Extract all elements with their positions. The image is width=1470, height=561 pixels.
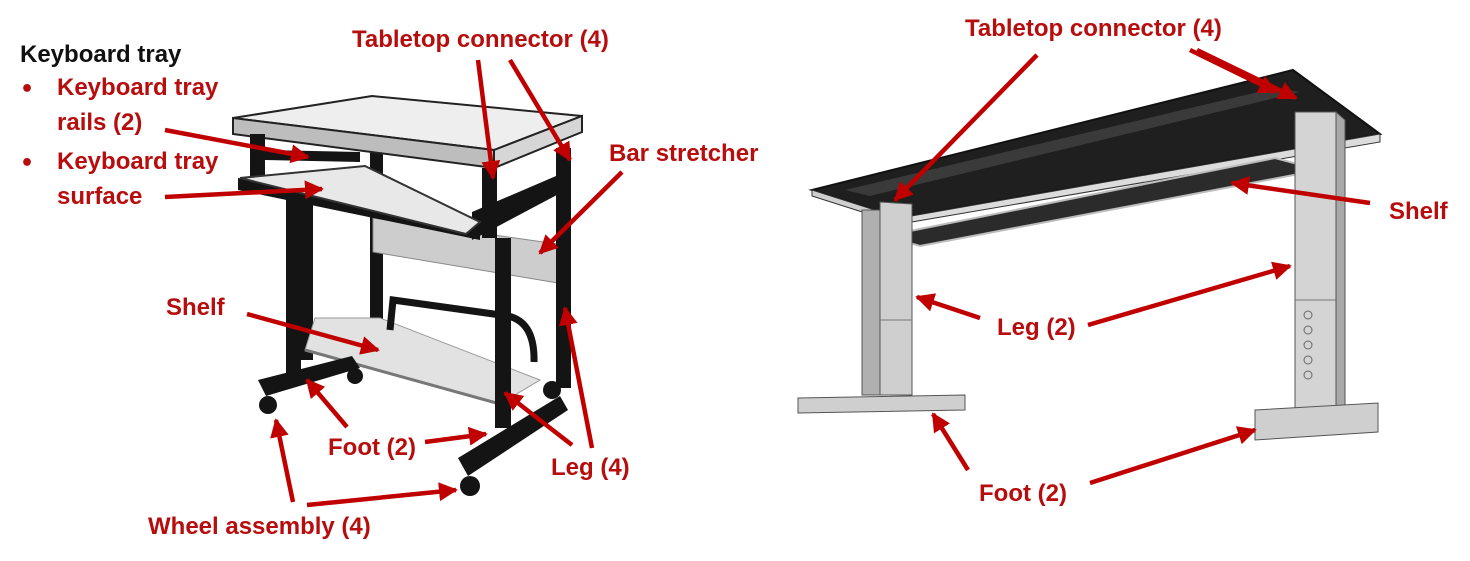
back-leg-left [300, 190, 313, 360]
arrow-leg-4 [1087, 261, 1292, 328]
label-tabletop-connector-left: Tabletop connector (4) [352, 26, 609, 53]
arrow-connector-4 [1189, 47, 1278, 95]
arrow-shelf-right [1230, 176, 1371, 206]
front-leg-right [495, 238, 511, 428]
leg-right [1294, 111, 1337, 426]
arrow-tray-surface [164, 180, 324, 200]
arrow-connector-2 [508, 58, 572, 162]
wheel-2 [347, 368, 363, 384]
label-shelf-left: Shelf [166, 294, 225, 321]
label-leg-right: Leg (2) [997, 314, 1076, 341]
label-tray-surface-line2: surface [57, 183, 143, 210]
arrow-wheel-1 [270, 418, 296, 503]
front-leg-left [286, 196, 301, 374]
label-tabletop-connector-right: Tabletop connector (4) [965, 15, 1222, 42]
leg-left [879, 201, 913, 396]
arrow-wheel-2 [306, 482, 458, 508]
label-tray-rails-line1: Keyboard tray [57, 74, 219, 101]
arrow-connector-5 [1196, 47, 1298, 101]
arrow-foot-3 [931, 412, 970, 472]
keyboard-tray-surface [239, 164, 482, 236]
label-foot-right: Foot (2) [979, 480, 1067, 507]
wheel-4 [543, 381, 561, 399]
arrow-leg-3 [915, 293, 981, 321]
bullet-marker: • [20, 151, 35, 176]
standing-desk-drawing [797, 68, 1383, 441]
arrow-leg-1 [503, 391, 574, 447]
wheel-1 [259, 396, 277, 414]
label-bar-stretcher: Bar stretcher [609, 140, 759, 167]
foot-right-right-diagram [1254, 402, 1379, 441]
arrow-connector-3 [893, 53, 1039, 202]
arrow-tray-rails [164, 127, 310, 164]
arrow-foot-4 [1089, 426, 1257, 486]
label-tray-surface-line1: Keyboard tray [57, 148, 219, 175]
arrow-bar-stretcher [538, 170, 624, 255]
label-shelf-right: Shelf [1389, 198, 1448, 225]
label-leg-left: Leg (4) [551, 454, 630, 481]
leader-arrows [164, 47, 1371, 508]
foot-left [258, 356, 360, 396]
bullet-marker: • [20, 77, 35, 102]
computer-desk-drawing [232, 94, 583, 496]
label-tray-rails-line2: rails (2) [57, 109, 143, 136]
arrow-leg-2 [558, 306, 595, 449]
foot-right [458, 396, 568, 476]
keyboard-tray-heading: Keyboard tray [20, 41, 182, 68]
label-foot-left: Foot (2) [328, 434, 416, 461]
foot-left-right-diagram [797, 394, 966, 414]
arrow-shelf [246, 311, 380, 355]
label-wheel-assembly: Wheel assembly (4) [148, 513, 371, 540]
wheel-3 [460, 476, 480, 496]
arrow-foot-1 [305, 378, 349, 429]
arrow-foot-2 [424, 426, 488, 446]
arrow-connector-1 [475, 59, 501, 180]
